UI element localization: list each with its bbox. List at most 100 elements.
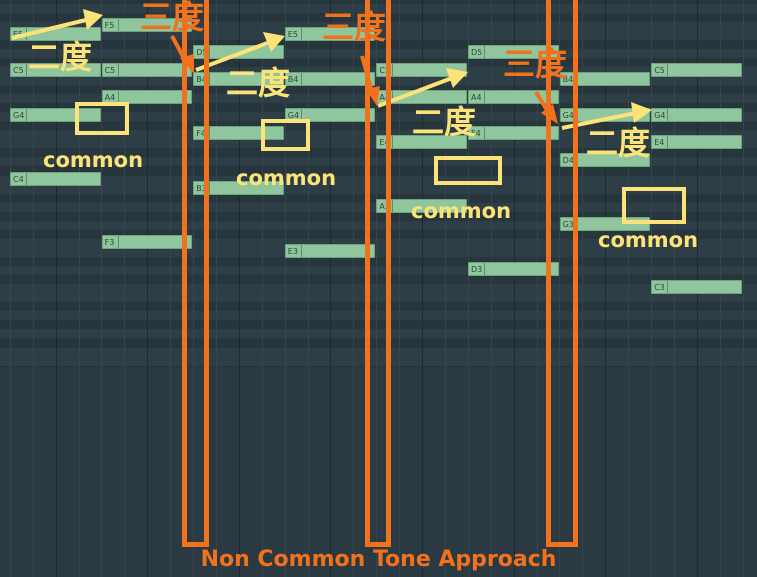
note-divider (117, 91, 119, 104)
note-divider (484, 45, 485, 58)
note-d5[interactable]: D5 (468, 44, 559, 59)
note-label: A4 (471, 93, 482, 103)
grid-line (559, 0, 561, 577)
note-b3[interactable]: B3 (193, 180, 284, 195)
note-label: A4 (379, 93, 390, 103)
note-d3[interactable]: D3 (468, 262, 559, 277)
third-label-1: 三度 (140, 0, 205, 36)
note-c5[interactable]: C5 (651, 62, 742, 77)
common-label-4: common (598, 228, 699, 252)
note-b4[interactable]: B4 (284, 72, 376, 87)
note-c4[interactable]: C4 (10, 171, 101, 186)
note-f5[interactable]: F5 (101, 17, 193, 32)
note-label: F4 (196, 129, 206, 139)
grid-line (32, 0, 34, 577)
note-label: C3 (654, 283, 665, 293)
note-c5[interactable]: C5 (101, 62, 193, 77)
second-arrow-1 (11, 17, 91, 40)
note-label: B4 (196, 75, 207, 85)
note-divider (484, 263, 485, 276)
note-label: C5 (379, 65, 391, 75)
note-label: E4 (379, 138, 390, 148)
note-label: F5 (104, 20, 115, 30)
second-label-3: 二度 (412, 103, 477, 141)
grid-line (101, 0, 103, 577)
note-divider (667, 281, 669, 294)
note-label: D3 (471, 265, 483, 275)
note-divider (117, 235, 119, 248)
grid-line (55, 0, 57, 577)
note-e4[interactable]: E4 (651, 135, 742, 150)
note-label: E4 (654, 138, 665, 148)
note-label: C5 (13, 65, 24, 75)
grid-line (147, 0, 149, 577)
second-arrowhead-1 (83, 9, 103, 30)
grid-line (444, 0, 446, 577)
note-label: D5 (471, 47, 483, 57)
note-label: G4 (654, 111, 666, 121)
note-divider (117, 18, 119, 31)
pitch-row (0, 356, 757, 367)
grid-line (513, 0, 515, 577)
common-label-3: common (411, 199, 512, 223)
note-label: C4 (13, 174, 24, 184)
grid-line (376, 0, 378, 577)
note-divider (300, 109, 302, 122)
note-label: B4 (562, 75, 574, 85)
grid-line (78, 0, 80, 577)
common-tone-box-1 (75, 102, 129, 135)
note-label: G3 (562, 219, 574, 229)
note-f4[interactable]: F4 (468, 126, 559, 141)
note-divider (484, 127, 485, 140)
note-g4[interactable]: G4 (284, 108, 376, 123)
note-label: C5 (654, 65, 665, 75)
note-g4[interactable]: G4 (559, 108, 651, 123)
note-label: G4 (287, 111, 300, 121)
second-label-1: 二度 (28, 38, 93, 76)
note-divider (300, 73, 302, 86)
common-label-2: common (236, 166, 337, 190)
note-divider (209, 181, 211, 194)
note-divider (667, 109, 669, 122)
grid-line (490, 0, 492, 577)
note-a4[interactable]: A4 (101, 90, 193, 105)
note-f3[interactable]: F3 (101, 234, 193, 249)
note-c5[interactable]: C5 (10, 62, 101, 77)
second-label-4: 二度 (586, 124, 651, 162)
note-c3[interactable]: C3 (651, 280, 742, 295)
note-label: C5 (104, 65, 116, 75)
note-label: B4 (287, 75, 299, 85)
note-divider (667, 136, 669, 149)
note-e4[interactable]: E4 (376, 135, 467, 150)
grid-line (330, 0, 332, 577)
common-tone-box-2 (261, 119, 310, 151)
grid-line (124, 0, 126, 577)
note-divider (209, 45, 211, 58)
grid-line (742, 0, 744, 577)
grid-line (9, 0, 11, 577)
note-divider (392, 63, 394, 76)
note-b4[interactable]: B4 (193, 72, 284, 87)
note-label: A3 (379, 201, 390, 211)
note-g4[interactable]: G4 (651, 108, 742, 123)
second-arrowhead-4 (631, 102, 652, 123)
note-label: G4 (562, 111, 574, 121)
note-c5[interactable]: C5 (376, 62, 467, 77)
common-tone-box-4 (622, 187, 686, 224)
note-a3[interactable]: A3 (376, 198, 467, 213)
note-divider (484, 91, 485, 104)
note-divider (26, 109, 27, 122)
third-label-2: 三度 (322, 8, 387, 46)
non-common-band-3 (546, 0, 578, 547)
common-tone-box-3 (434, 156, 502, 185)
note-b4[interactable]: B4 (559, 72, 651, 87)
common-label-1: common (43, 148, 144, 172)
note-e5[interactable]: E5 (284, 26, 376, 41)
grid-line (399, 0, 401, 577)
note-e3[interactable]: E3 (284, 243, 376, 258)
grid-line (238, 0, 240, 577)
note-label: G4 (13, 111, 25, 121)
non-common-band-1 (182, 0, 209, 547)
note-label: E5 (287, 29, 298, 39)
